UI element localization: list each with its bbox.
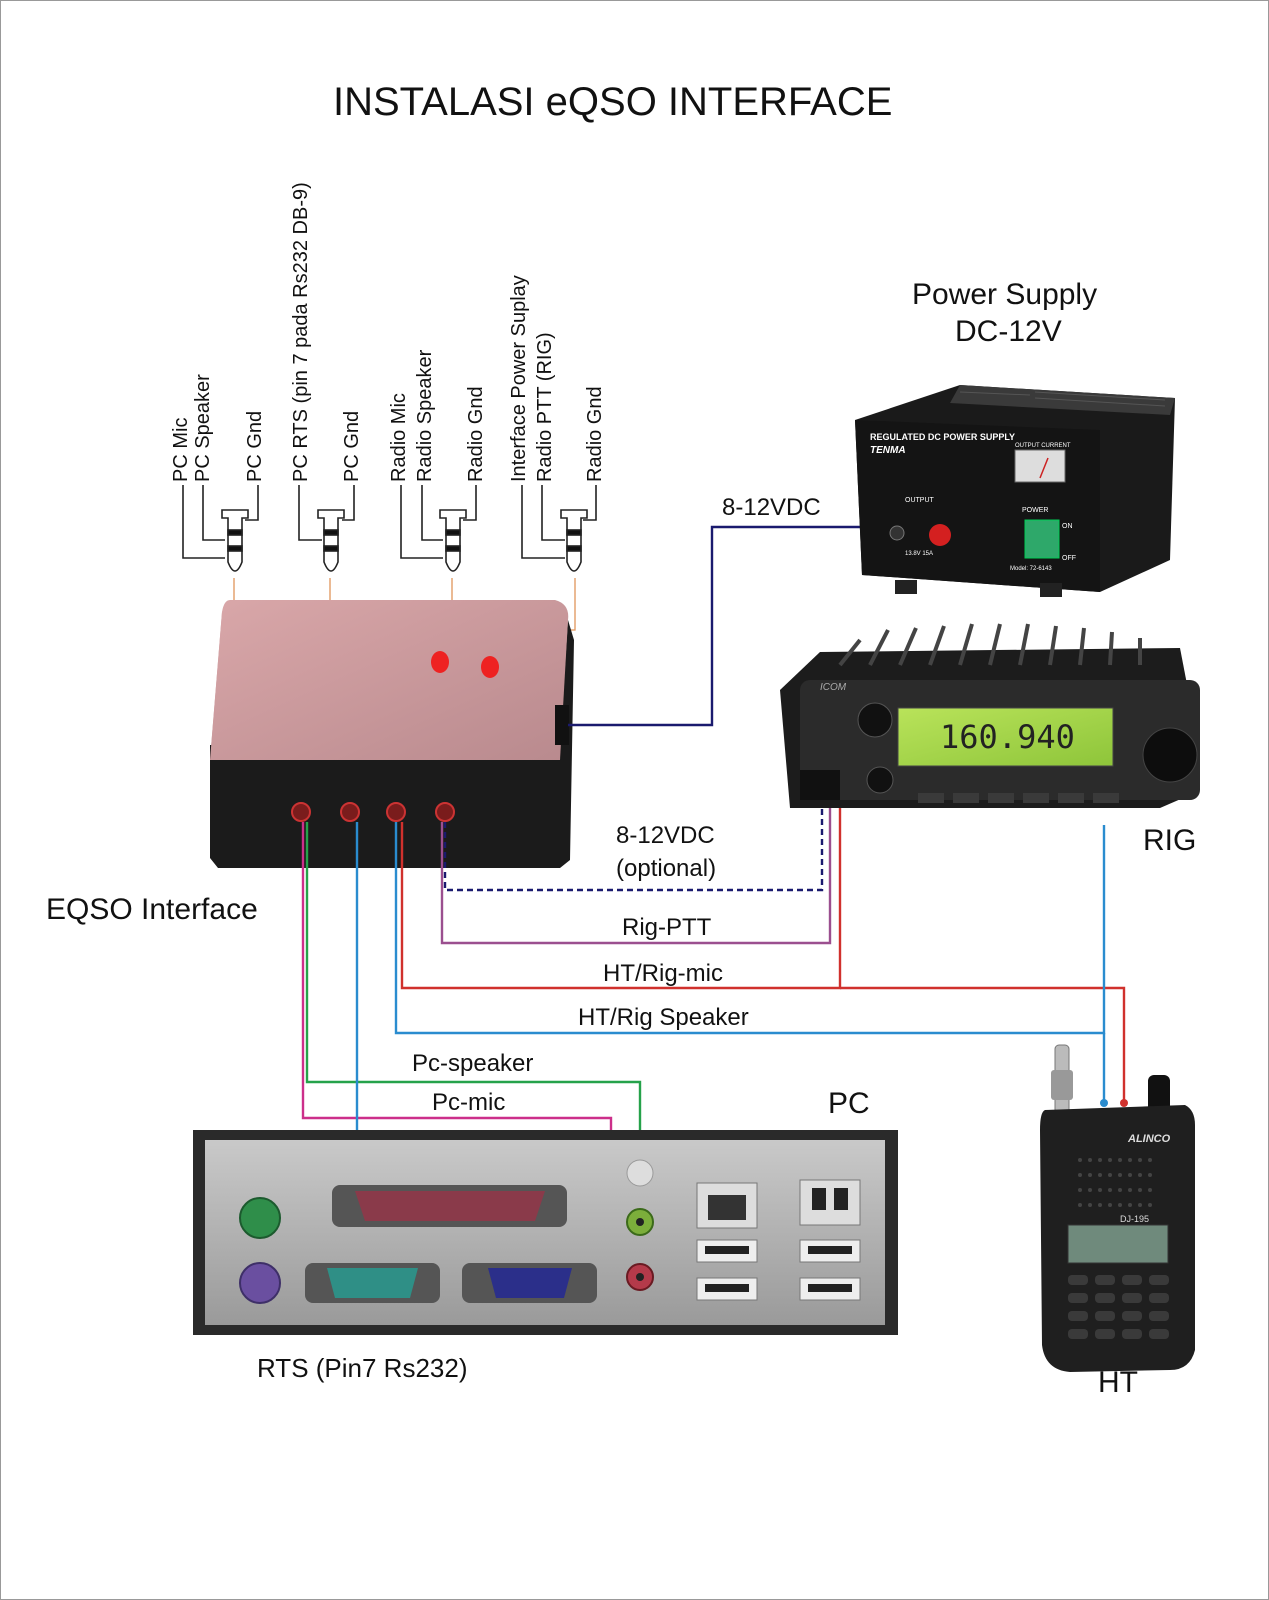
ht-mic-jack bbox=[1120, 1099, 1128, 1107]
pc-label: PC bbox=[828, 1087, 870, 1120]
diagram-title: INSTALASI eQSO INTERFACE bbox=[333, 80, 893, 124]
wire-label-power-optional-1: 8-12VDC bbox=[616, 822, 715, 849]
rig-dial-knob bbox=[1142, 727, 1198, 783]
ps-power-switch bbox=[1024, 519, 1060, 559]
wire-label-pc-speaker: Pc-speaker bbox=[412, 1050, 534, 1077]
ht-lcd bbox=[1067, 1224, 1169, 1264]
parallel-port bbox=[355, 1191, 545, 1221]
wire-rig-mic bbox=[400, 795, 842, 990]
wire-rig-speaker bbox=[394, 822, 1106, 1035]
ht-speaker-jack bbox=[1100, 1099, 1108, 1107]
rig-lcd bbox=[897, 707, 1114, 767]
ps-on-label: ON bbox=[1062, 523, 1073, 530]
ps-off-label: OFF bbox=[1062, 555, 1076, 562]
ht-speaker-grille bbox=[1078, 1158, 1152, 1207]
wires bbox=[301, 525, 1126, 1290]
ps-terminal-positive bbox=[929, 524, 951, 546]
jack-pc-audio bbox=[182, 485, 259, 572]
ht-label: HT bbox=[1098, 1366, 1138, 1399]
rig-brand: ICOM bbox=[820, 682, 847, 693]
ps-brand: TENMA bbox=[870, 445, 906, 456]
eqso-interface-box bbox=[210, 600, 574, 868]
rts-caption: RTS (Pin7 Rs232) bbox=[257, 1353, 468, 1383]
led-1 bbox=[431, 651, 449, 673]
audio-line-in-jack bbox=[626, 1159, 654, 1187]
port-pc-audio bbox=[291, 802, 311, 822]
ps-terminal-negative bbox=[889, 525, 905, 541]
jack-radio-audio bbox=[400, 485, 477, 572]
eqso-interface-label: EQSO Interface bbox=[46, 893, 258, 926]
wire-rig-ptt bbox=[440, 790, 832, 945]
wire-ht-mic bbox=[840, 986, 1126, 1100]
rig-transceiver: 160.940 ICOM bbox=[780, 623, 1200, 808]
wire-label-power-main: 8-12VDC bbox=[722, 494, 821, 521]
wire-label-rig-mic: HT/Rig-mic bbox=[603, 960, 723, 987]
ps-rating: 13.8V 15A bbox=[905, 551, 933, 557]
wire-label-power-optional-2: (optional) bbox=[616, 855, 717, 882]
ps-output-label: OUTPUT bbox=[905, 497, 935, 504]
ps-meter-label: OUTPUT CURRENT bbox=[1015, 443, 1071, 449]
rig-label: RIG bbox=[1143, 824, 1197, 857]
jack-power-ptt bbox=[521, 485, 597, 572]
led-2 bbox=[481, 656, 499, 678]
jack-pc-rts bbox=[298, 485, 355, 572]
pc-back-panel bbox=[193, 1130, 898, 1335]
wire-label-rig-speaker: HT/Rig Speaker bbox=[578, 1004, 749, 1031]
ht-brand: ALINCO bbox=[1127, 1133, 1171, 1145]
vga-port bbox=[488, 1268, 572, 1298]
power-supply-label-2: DC-12V bbox=[955, 315, 1062, 348]
ps-model: Model: 72-6143 bbox=[1010, 566, 1052, 572]
ps2-mouse-port bbox=[239, 1197, 281, 1239]
port-radio-audio bbox=[386, 802, 406, 822]
rig-buttons bbox=[918, 793, 1119, 803]
wire-power-optional bbox=[443, 790, 824, 892]
wire-label-pc-mic: Pc-mic bbox=[432, 1089, 506, 1116]
port-pc-rts bbox=[340, 802, 360, 822]
serial-port-rs232 bbox=[327, 1268, 418, 1298]
ht-model: DJ-195 bbox=[1120, 1214, 1149, 1224]
power-supply-unit: REGULATED DC POWER SUPPLY TENMA OUTPUT C… bbox=[855, 385, 1175, 597]
jack-diagrams bbox=[182, 485, 597, 572]
rig-knob-volume bbox=[857, 702, 893, 738]
rig-display-frequency: 160.940 bbox=[940, 718, 1075, 756]
wire-label-rig-ptt: Rig-PTT bbox=[622, 914, 712, 941]
power-supply-label-1: Power Supply bbox=[912, 278, 1098, 311]
ht-handheld: ALINCO DJ-195 bbox=[1040, 1044, 1195, 1372]
ht-keypad bbox=[1068, 1275, 1169, 1339]
ps-panel-title: REGULATED DC POWER SUPPLY bbox=[870, 432, 1015, 442]
lan-port-2 bbox=[799, 1179, 861, 1226]
wire-power-main bbox=[568, 525, 890, 727]
ps-power-label: POWER bbox=[1022, 507, 1048, 514]
port-power-ptt bbox=[435, 802, 455, 822]
rig-heatsink-fins bbox=[838, 623, 1142, 667]
rig-knob-squelch bbox=[866, 766, 894, 794]
ht-knob bbox=[1148, 1075, 1170, 1115]
ps2-keyboard-port bbox=[239, 1262, 281, 1304]
